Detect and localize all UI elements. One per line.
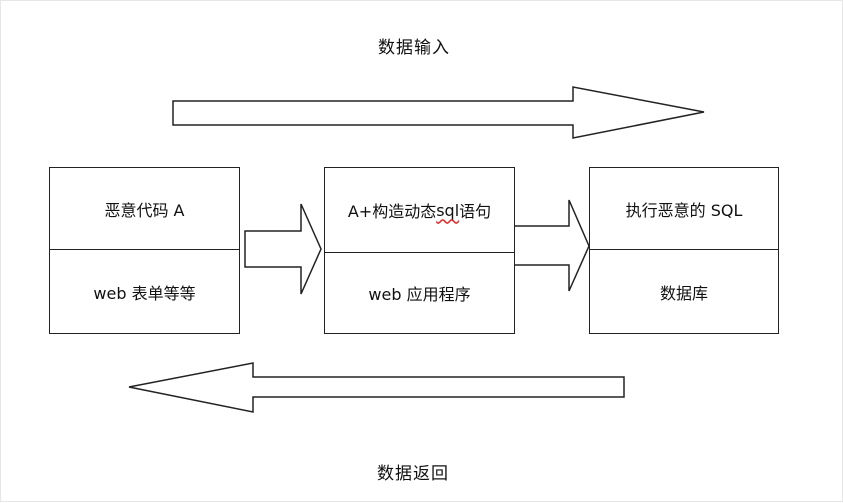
web-app-label: web 应用程序 bbox=[368, 285, 471, 304]
data-return-arrow bbox=[128, 362, 625, 413]
database-label: 数据库 bbox=[659, 283, 708, 303]
box-divider bbox=[325, 252, 514, 253]
flow-arrow-2 bbox=[513, 199, 590, 292]
dynamic-sql-prefix: A+构造动态 bbox=[347, 202, 437, 221]
dynamic-sql-suffix: 语句 bbox=[459, 202, 492, 221]
data-input-arrow bbox=[172, 86, 705, 139]
flow-arrow-1 bbox=[244, 203, 322, 295]
caption-data-input: 数据输入 bbox=[378, 38, 450, 58]
database-box: 执行恶意的 SQL 数据库 bbox=[589, 167, 779, 334]
malicious-code-label: 恶意代码 A bbox=[104, 200, 185, 220]
dynamic-sql-keyword: sql bbox=[436, 200, 460, 220]
web-form-label: web 表单等等 bbox=[93, 283, 196, 303]
box-divider bbox=[50, 249, 239, 250]
caption-data-return: 数据返回 bbox=[377, 464, 449, 484]
box-divider bbox=[590, 249, 778, 250]
execute-sql-label: 执行恶意的 SQL bbox=[625, 200, 743, 220]
client-box: 恶意代码 A web 表单等等 bbox=[49, 167, 240, 334]
